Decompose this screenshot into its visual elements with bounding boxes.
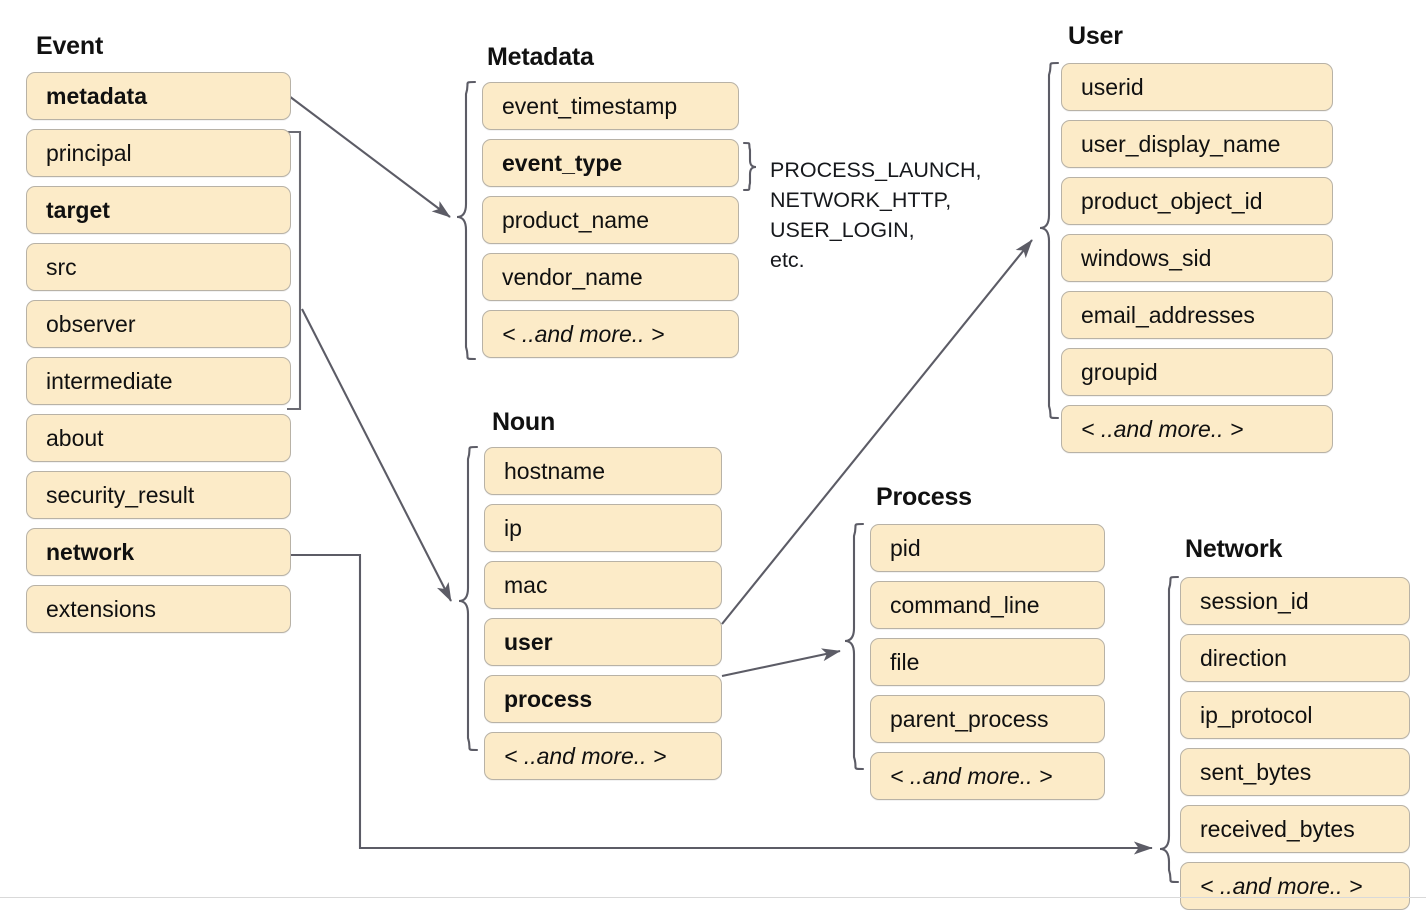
- field-list-user: userid user_display_name product_object_…: [1061, 63, 1333, 453]
- field-network-ip-protocol[interactable]: ip_protocol: [1180, 691, 1410, 739]
- field-event-network[interactable]: network: [26, 528, 291, 576]
- field-process-file[interactable]: file: [870, 638, 1105, 686]
- field-event-security-result[interactable]: security_result: [26, 471, 291, 519]
- field-metadata-event-timestamp[interactable]: event_timestamp: [482, 82, 739, 130]
- field-process-pid[interactable]: pid: [870, 524, 1105, 572]
- group-title-network: Network: [1185, 535, 1283, 563]
- field-process-and-more[interactable]: < ..and more.. >: [870, 752, 1105, 800]
- field-user-windows-sid[interactable]: windows_sid: [1061, 234, 1333, 282]
- group-title-metadata: Metadata: [487, 43, 594, 71]
- field-network-direction[interactable]: direction: [1180, 634, 1410, 682]
- field-event-principal[interactable]: principal: [26, 129, 291, 177]
- field-noun-mac[interactable]: mac: [484, 561, 722, 609]
- field-noun-process[interactable]: process: [484, 675, 722, 723]
- field-noun-and-more[interactable]: < ..and more.. >: [484, 732, 722, 780]
- group-title-event: Event: [36, 32, 104, 60]
- field-user-product-object-id[interactable]: product_object_id: [1061, 177, 1333, 225]
- field-metadata-product-name[interactable]: product_name: [482, 196, 739, 244]
- field-event-target[interactable]: target: [26, 186, 291, 234]
- field-process-command-line[interactable]: command_line: [870, 581, 1105, 629]
- field-list-metadata: event_timestamp event_type product_name …: [482, 82, 739, 358]
- field-user-email-addresses[interactable]: email_addresses: [1061, 291, 1333, 339]
- field-noun-user[interactable]: user: [484, 618, 722, 666]
- field-metadata-and-more[interactable]: < ..and more.. >: [482, 310, 739, 358]
- process-brace: [844, 522, 865, 771]
- field-metadata-event-type[interactable]: event_type: [482, 139, 739, 187]
- bottom-divider: [0, 897, 1426, 898]
- field-network-received-bytes[interactable]: received_bytes: [1180, 805, 1410, 853]
- field-user-and-more[interactable]: < ..and more.. >: [1061, 405, 1333, 453]
- field-event-observer[interactable]: observer: [26, 300, 291, 348]
- field-event-intermediate[interactable]: intermediate: [26, 357, 291, 405]
- field-network-sent-bytes[interactable]: sent_bytes: [1180, 748, 1410, 796]
- field-event-extensions[interactable]: extensions: [26, 585, 291, 633]
- user-brace: [1039, 61, 1060, 420]
- group-title-process: Process: [876, 483, 972, 511]
- field-list-noun: hostname ip mac user process < ..and mor…: [484, 447, 722, 780]
- field-user-user-display-name[interactable]: user_display_name: [1061, 120, 1333, 168]
- field-user-userid[interactable]: userid: [1061, 63, 1333, 111]
- group-title-user: User: [1068, 22, 1123, 50]
- metadata-brace: [456, 80, 477, 361]
- field-noun-ip[interactable]: ip: [484, 504, 722, 552]
- field-network-session-id[interactable]: session_id: [1180, 577, 1410, 625]
- field-event-about[interactable]: about: [26, 414, 291, 462]
- field-user-groupid[interactable]: groupid: [1061, 348, 1333, 396]
- field-process-parent-process[interactable]: parent_process: [870, 695, 1105, 743]
- group-title-noun: Noun: [492, 408, 556, 436]
- field-event-src[interactable]: src: [26, 243, 291, 291]
- field-list-process: pid command_line file parent_process < .…: [870, 524, 1105, 800]
- network-brace: [1159, 575, 1180, 884]
- field-list-network: session_id direction ip_protocol sent_by…: [1180, 577, 1410, 910]
- field-metadata-vendor-name[interactable]: vendor_name: [482, 253, 739, 301]
- field-noun-hostname[interactable]: hostname: [484, 447, 722, 495]
- noun-brace: [458, 445, 479, 752]
- field-list-event: metadata principal target src observer i…: [26, 72, 291, 633]
- annotation-event-type-values: PROCESS_LAUNCH, NETWORK_HTTP, USER_LOGIN…: [770, 158, 982, 272]
- field-event-metadata[interactable]: metadata: [26, 72, 291, 120]
- field-network-and-more[interactable]: < ..and more.. >: [1180, 862, 1410, 910]
- wire-metadata: [288, 95, 451, 218]
- wire-process: [721, 648, 841, 678]
- wire-noun: [301, 308, 452, 602]
- event-type-value-brace: [742, 141, 757, 192]
